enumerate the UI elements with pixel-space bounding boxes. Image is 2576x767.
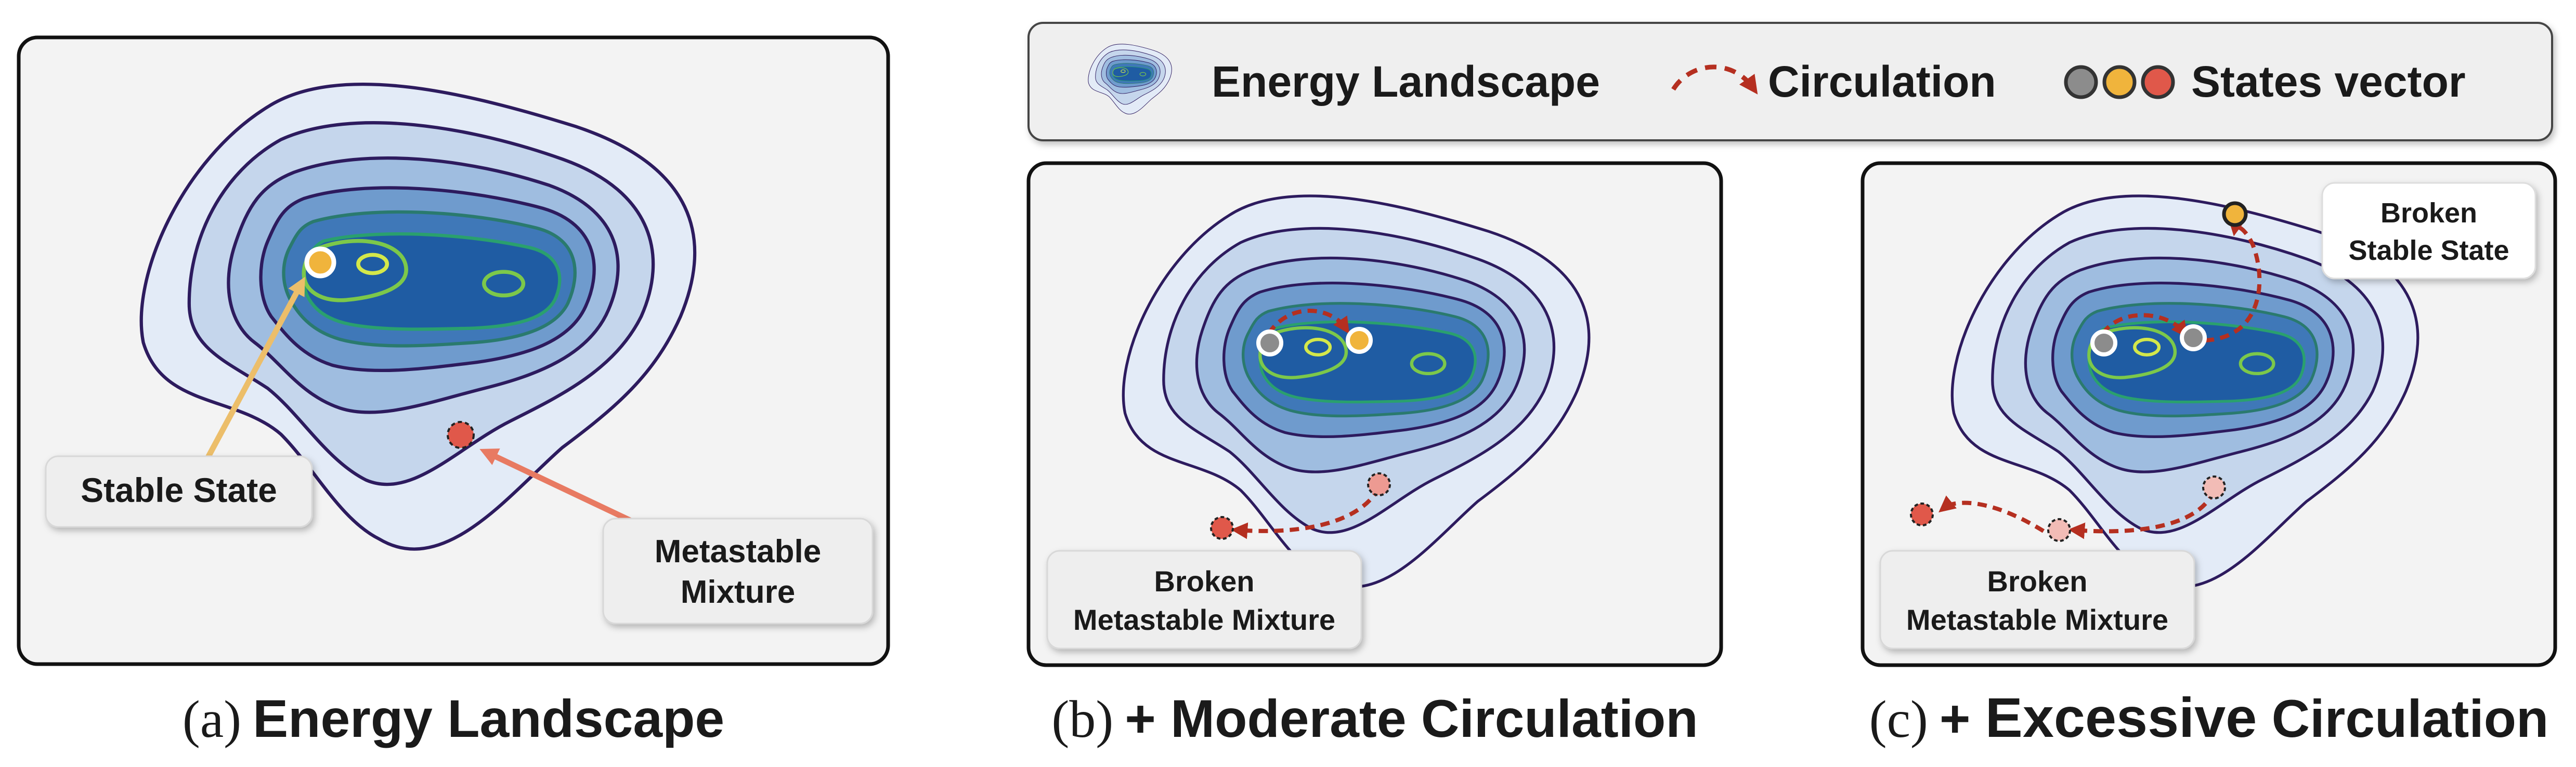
circulation-arrow-c3 (2068, 490, 2216, 539)
red-state-icon (2141, 65, 2175, 99)
caption-c: (c)+ Excessive Circulation (1869, 686, 2549, 749)
caption-b: (b)+ Moderate Circulation (1051, 689, 1698, 749)
stable-state-b (1346, 327, 1373, 354)
gray-state-c2 (2180, 324, 2207, 351)
circulation-arrow-icon (1671, 64, 1758, 95)
legend-energy-landscape: Energy Landscape (1212, 57, 1600, 106)
stable-state-label: Stable State (81, 471, 277, 509)
stable-state-callout (45, 455, 313, 528)
broken-metastable-callout-c (1879, 550, 2195, 650)
caption-c-prefix: (c) (1869, 690, 1928, 749)
metastable-moved-b (1210, 516, 1234, 540)
broken-label-b-line2: Metastable Mixture (1073, 603, 1335, 636)
caption-c-title-c: Circulation (2257, 689, 2548, 748)
broken-stable-label-line2: Stable State (2348, 235, 2509, 266)
metastable-moved-c (1910, 502, 1934, 526)
caption-c-title-a: + (1940, 689, 1985, 748)
gold-state-icon (2102, 65, 2137, 99)
caption-a-prefix: (a) (183, 690, 241, 749)
circulation-arrow-c2 (2204, 218, 2262, 342)
metastable-label-line1: Metastable (655, 534, 821, 570)
caption-b-title: + Moderate Circulation (1125, 689, 1698, 748)
broken-stable-callout-c (2321, 182, 2536, 280)
stable-state-dot (304, 246, 336, 279)
metastable-callout (602, 518, 874, 625)
caption-a: (a)Energy Landscape (183, 689, 724, 749)
circulation-arrow-c4 (1938, 495, 2045, 533)
broken-label-b-line1: Broken (1154, 565, 1255, 598)
panel-a: Stable State Metastable Mixture (a)Energ… (17, 35, 890, 749)
caption-b-prefix: (b) (1051, 690, 1113, 749)
broken-metastable-callout-b (1046, 550, 1362, 650)
metastable-mid-c (2047, 518, 2071, 542)
metastable-arrow (479, 448, 641, 527)
caption-c-title-b: Excessive (1985, 686, 2257, 749)
stable-state-escaped-c (2222, 201, 2248, 227)
broken-label-c-line2: Metastable Mixture (1906, 603, 2168, 636)
legend-box (1027, 22, 2553, 141)
circulation-arrow-b1 (1267, 309, 1350, 335)
legend-states-vector: States vector (2191, 57, 2466, 106)
metastable-origin-c (2202, 475, 2226, 499)
circulation-arrow-b2 (1231, 486, 1381, 539)
metastable-origin-b (1367, 472, 1391, 496)
legend: Energy Landscape Circulation States vect… (1027, 22, 2553, 141)
circulation-arrow-c1 (2101, 313, 2188, 338)
gray-state-b (1256, 329, 1283, 356)
broken-stable-label-line1: Broken (2380, 197, 2477, 229)
metastable-label-line2: Mixture (681, 574, 795, 610)
metastable-mixture-dot (447, 421, 475, 449)
caption-a-title: Energy Landscape (253, 689, 724, 748)
stable-state-arrow (205, 276, 305, 459)
panel-b: Broken Metastable Mixture (b)+ Moderate … (1026, 161, 1723, 749)
panel-c: Broken Stable State Broken Metastable Mi… (1861, 161, 2557, 749)
gray-state-c1 (2090, 329, 2117, 356)
gray-state-icon (2064, 65, 2098, 99)
broken-label-c-line1: Broken (1987, 565, 2088, 598)
legend-circulation: Circulation (1768, 57, 1996, 106)
